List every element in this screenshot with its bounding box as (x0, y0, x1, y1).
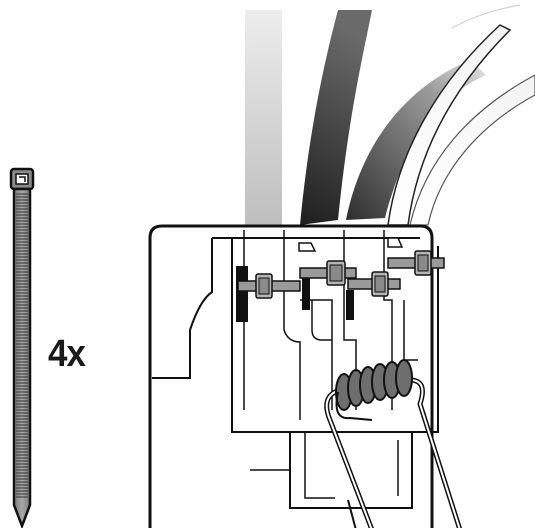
dark-cable (300, 10, 372, 225)
white-cable-1 (387, 24, 512, 226)
connector-housing (148, 224, 439, 530)
quantity-label: 4x (48, 333, 86, 375)
clamp-2 (299, 260, 357, 286)
light-cable (245, 10, 282, 230)
cable-tie-icon (9, 167, 35, 530)
white-cable-2 (409, 74, 535, 226)
cable-bundle (245, 4, 535, 230)
clamp-3 (347, 271, 401, 297)
clamp-1 (237, 273, 301, 299)
cable-clamps (237, 250, 445, 299)
ferrite-coil (324, 359, 463, 530)
clamp-4 (387, 250, 445, 276)
dark-cable-2 (346, 60, 486, 220)
